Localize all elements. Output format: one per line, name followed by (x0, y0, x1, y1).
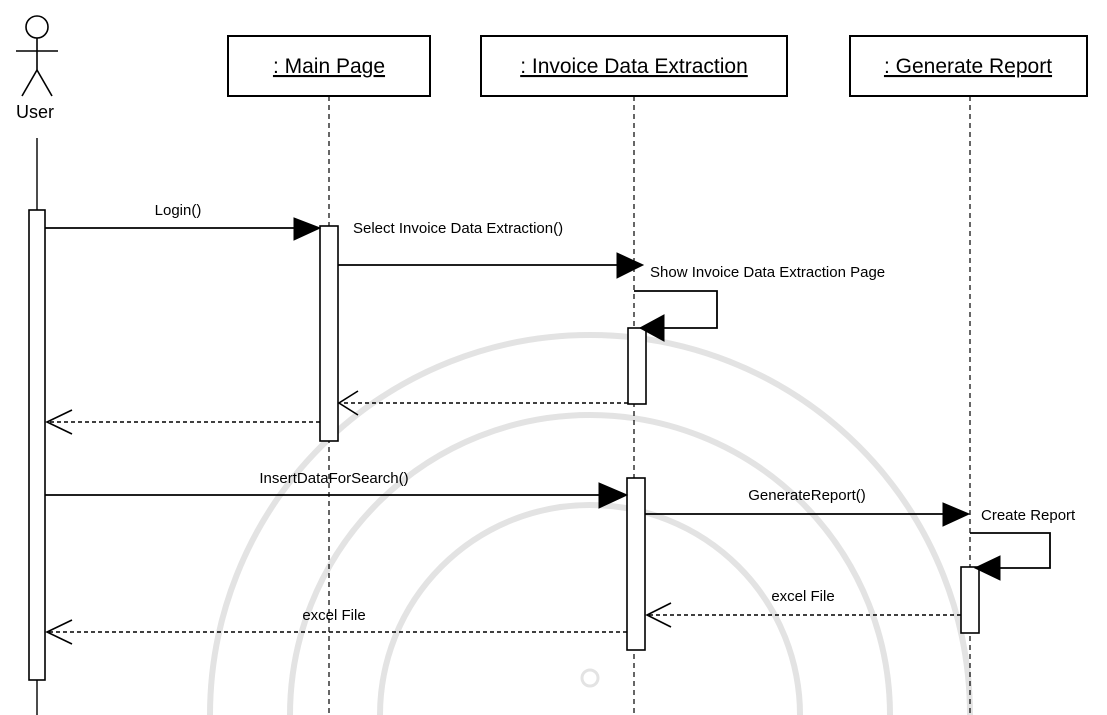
lifeline-header-report: : Generate Report (849, 35, 1088, 97)
message-show-invoice-page: Show Invoice Data Extraction Page (634, 264, 885, 342)
message-label: Select Invoice Data Extraction() (353, 220, 563, 237)
message-label: InsertDataForSearch() (259, 470, 408, 487)
message-label: Login() (155, 202, 202, 219)
message-login: Login() (45, 202, 322, 241)
message-select-invoice: Select Invoice Data Extraction() (338, 220, 645, 279)
message-create-report: Create Report (970, 507, 1076, 581)
activation-report (960, 566, 980, 634)
message-excel-to-user: excel File (45, 607, 627, 645)
lifeline-label-main: : Main Page (273, 55, 385, 78)
message-return-to-main (337, 390, 628, 416)
message-excel-to-invoice: excel File (645, 588, 961, 628)
user-actor: User (16, 15, 58, 122)
message-label: Show Invoice Data Extraction Page (650, 264, 885, 281)
lifeline-header-invoice: : Invoice Data Extraction (480, 35, 788, 97)
message-label: GenerateReport() (748, 487, 866, 504)
activation-main (319, 225, 339, 442)
message-return-to-user (45, 409, 320, 435)
watermark-seal (207, 332, 973, 715)
message-label: excel File (771, 588, 834, 605)
message-label: excel File (302, 607, 365, 624)
lifeline-label-report: : Generate Report (884, 55, 1052, 78)
activation-invoice-self (627, 327, 647, 405)
actor-label: User (16, 102, 54, 122)
lifeline-label-invoice: : Invoice Data Extraction (520, 55, 748, 78)
message-generate-report: GenerateReport() (645, 487, 971, 527)
activation-invoice (626, 477, 646, 651)
lifeline-header-main: : Main Page (227, 35, 431, 97)
message-insert-data: InsertDataForSearch() (45, 470, 629, 509)
activation-user (28, 209, 46, 681)
message-label: Create Report (981, 507, 1076, 524)
